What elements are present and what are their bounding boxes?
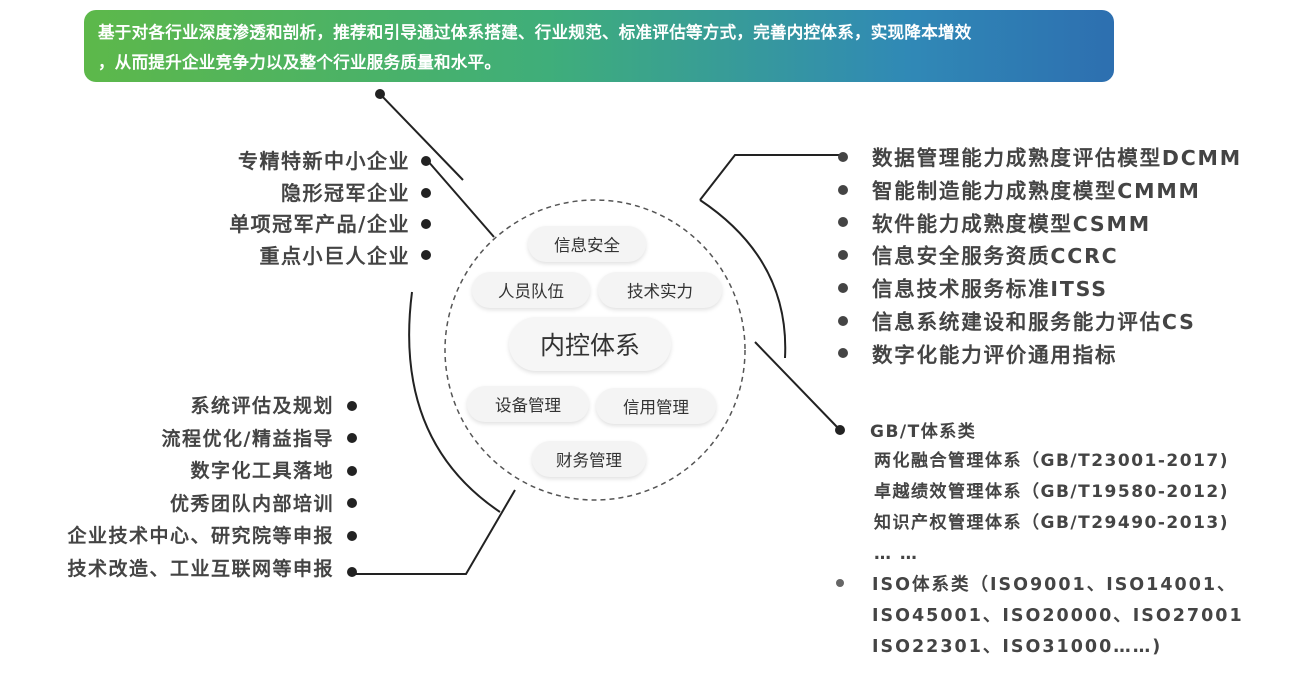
gb-connector-dot [835, 425, 845, 435]
list-item: 软件能力成熟度模型CSMM [872, 211, 1151, 236]
summary-banner: 基于对各行业深度渗透和剖析，推荐和引导通过体系搭建、行业规范、标准评估等方式，完… [84, 10, 1114, 82]
left-arc [408, 291, 501, 513]
summary-banner-line-1: 基于对各行业深度渗透和剖析，推荐和引导通过体系搭建、行业规范、标准评估等方式，完… [98, 23, 972, 42]
list-item: 数字化能力评价通用指标 [872, 342, 1118, 367]
gb-item: 两化融合管理体系（GB/T23001-2017) [874, 451, 1229, 471]
bullet [347, 433, 357, 443]
list-item: 企业技术中心、研究院等申报 [67, 525, 334, 547]
pill-info-security: 信息安全 [528, 226, 646, 262]
bullet [838, 217, 848, 227]
list-item: 单项冠军产品/企业 [229, 212, 410, 236]
left-top-list: 专精特新中小企业 隐形冠军企业 单项冠军产品/企业 重点小巨人企业 [229, 146, 410, 272]
bullet [421, 156, 431, 166]
gb-item: 知识产权管理体系（GB/T29490-2013) [874, 513, 1229, 533]
bullet [836, 579, 844, 587]
right-top-arc [699, 199, 787, 359]
pill-equipment: 设备管理 [467, 386, 589, 422]
bullet [347, 531, 357, 541]
list-item: 系统评估及规划 [190, 395, 334, 417]
iso-line: ISO体系类（ISO9001、ISO14001、 [872, 575, 1237, 595]
list-item: 专精特新中小企业 [238, 149, 410, 173]
list-item: 信息安全服务资质CCRC [872, 244, 1119, 269]
gb-item: 卓越绩效管理体系（GB/T19580-2012) [874, 482, 1229, 502]
list-item: 重点小巨人企业 [259, 243, 410, 268]
bullet [838, 152, 848, 162]
list-item: 优秀团队内部培训 [169, 492, 334, 515]
bullet [347, 401, 357, 411]
list-item: 隐形冠军企业 [281, 180, 410, 205]
left-bottom-list: 系统评估及规划 流程优化/精益指导 数字化工具落地 优秀团队内部培训 企业技术中… [67, 390, 334, 585]
summary-banner-line-2: ，从而提升企业竞争力以及整个行业服务质量和水平。 [98, 53, 502, 72]
bullet [347, 466, 357, 476]
list-item: 信息系统建设和服务能力评估CS [872, 309, 1196, 334]
bullet [838, 316, 848, 326]
iso-line: ISO45001、ISO20000、ISO27001 [872, 606, 1244, 626]
iso-line: ISO22301、ISO31000……) [872, 637, 1163, 657]
bullet [347, 567, 357, 577]
bullet [838, 250, 848, 260]
left-bottom-connector-line [352, 489, 516, 575]
right-top-list: 数据管理能力成熟度评估模型DCMM 智能制造能力成熟度模型CMMM 软件能力成熟… [872, 142, 1242, 372]
pill-finance: 财务管理 [532, 441, 646, 477]
banner-connector-line [379, 93, 464, 181]
list-item: 智能制造能力成熟度模型CMMM [872, 178, 1201, 203]
list-item: 信息技术服务标准ITSS [872, 277, 1108, 302]
gb-item: … … [874, 544, 919, 564]
pill-personnel: 人员队伍 [472, 272, 590, 308]
bullet [421, 188, 431, 198]
right-bottom-connector-line [754, 341, 839, 429]
gb-standards-block: GB/T体系类 两化融合管理体系（GB/T23001-2017) 卓越绩效管理体… [870, 418, 1229, 570]
pill-tech-strength: 技术实力 [598, 272, 722, 308]
list-item: 数据管理能力成熟度评估模型DCMM [872, 146, 1242, 170]
bullet [838, 185, 848, 195]
iso-standards-block: ISO体系类（ISO9001、ISO14001、 ISO45001、ISO200… [872, 570, 1244, 663]
gb-heading: GB/T体系类 [870, 422, 977, 442]
list-item: 数字化工具落地 [190, 460, 334, 482]
bullet [421, 219, 431, 229]
bullet [838, 283, 848, 293]
bullet [347, 498, 357, 508]
left-top-connector-line [426, 159, 495, 238]
pill-credit: 信用管理 [596, 388, 716, 424]
bullet [421, 250, 431, 260]
list-item: 流程优化/精益指导 [161, 427, 334, 450]
list-item: 技术改造、工业互联网等申报 [67, 557, 334, 580]
right-top-connector-line [699, 154, 840, 201]
bullet [838, 348, 848, 358]
pill-internal-control-core: 内控体系 [509, 317, 671, 371]
